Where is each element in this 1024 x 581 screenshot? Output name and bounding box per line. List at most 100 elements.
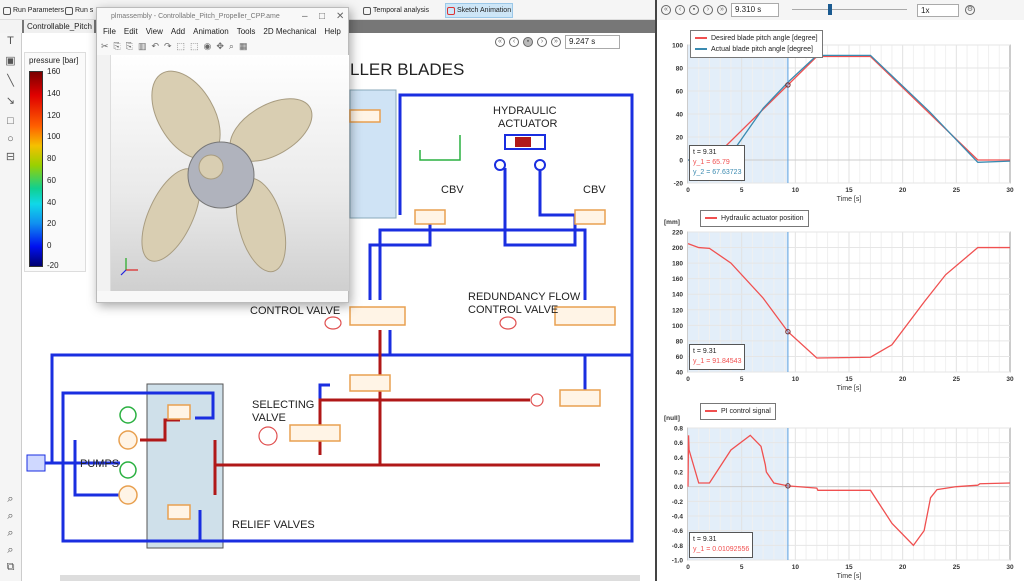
temporal-analysis-button[interactable]: Temporal analysis: [362, 3, 430, 18]
y-tick-label: 80: [676, 338, 684, 345]
y-tick-label: 0.8: [674, 426, 683, 433]
y-tick-label: 120: [672, 307, 683, 314]
y-tick-label: 40: [676, 370, 684, 377]
valve-components: [118, 109, 616, 520]
readout-time: t = 9.31: [693, 348, 717, 355]
x-tick-label: 25: [953, 564, 961, 571]
y-tick-label: 60: [676, 354, 684, 361]
legend-item[interactable]: Desired blade pitch angle [degree]: [695, 33, 818, 44]
y-tick-label: -0.4: [672, 514, 684, 521]
legend-label: Hydraulic actuator position: [721, 215, 804, 222]
menu-2d-mechanical[interactable]: 2D Mechanical: [263, 27, 317, 36]
fast-forward-icon[interactable]: »: [551, 36, 561, 47]
menu-tools[interactable]: Tools: [236, 27, 256, 36]
window-toolbar-icons[interactable]: ✂⎘⎘▥↶↷⬚⬚◉✥⌕▦: [101, 41, 253, 51]
menu-file[interactable]: File: [103, 27, 116, 36]
colorbar-tick: 20: [47, 219, 56, 228]
zoom-area-icon[interactable]: ⌕: [7, 544, 14, 556]
chart-legend[interactable]: PI control signal: [700, 403, 776, 420]
series-line-1: [687, 243, 1010, 359]
x-tick-label: 15: [845, 187, 853, 194]
shape-menu-icon[interactable]: ⊟: [5, 151, 16, 163]
animation-controls: « ‹ ▪ › » 9.247 s: [495, 34, 620, 49]
menu-animation[interactable]: Animation: [193, 27, 229, 36]
step-forward-icon[interactable]: ›: [703, 5, 713, 15]
stop-icon[interactable]: ▪: [523, 36, 533, 47]
rectangle-tool-icon[interactable]: □: [7, 115, 14, 127]
ellipse-tool-icon[interactable]: ○: [7, 133, 14, 145]
y-tick-label: 180: [672, 261, 683, 268]
y-axis-label: [null]: [664, 415, 680, 422]
run-icon: [65, 6, 73, 15]
y-tick-label: -20: [674, 181, 684, 188]
legend-swatch: [705, 217, 717, 220]
legend-item[interactable]: Actual blade pitch angle [degree]: [695, 44, 818, 55]
close-icon[interactable]: ✕: [336, 11, 345, 22]
run-simulation-button[interactable]: Run s: [64, 3, 94, 18]
horizontal-scrollbar[interactable]: [60, 575, 640, 581]
time-slider-thumb[interactable]: [827, 4, 832, 15]
sketch-animation-button[interactable]: Sketch Animation: [445, 3, 514, 18]
time-slider-track[interactable]: [792, 9, 907, 10]
settings-icon[interactable]: ⚙: [965, 5, 975, 15]
text-tool-icon[interactable]: T: [7, 35, 14, 47]
line-tool-icon[interactable]: ╲: [7, 75, 14, 87]
relief-valves-label: RELIEF VALVES: [232, 519, 315, 531]
x-tick-label: 25: [953, 187, 961, 194]
layers-icon[interactable]: ⧉: [6, 561, 15, 573]
menu-help[interactable]: Help: [324, 27, 341, 36]
cbv-left-label: CBV: [441, 184, 464, 196]
step-forward-icon[interactable]: ›: [537, 36, 547, 47]
legend-item[interactable]: Hydraulic actuator position: [705, 213, 804, 224]
zoom-in-icon[interactable]: ⌕: [7, 493, 14, 505]
step-back-icon[interactable]: ‹: [509, 36, 519, 47]
colorbar-tick: 160: [47, 67, 61, 76]
x-tick-label: 5: [740, 564, 744, 571]
drawing-toolbar: T ▣ ╲ ↘ □ ○ ⊟ ⌕ ⌕ ⌕ ⌕ ⧉: [0, 33, 22, 581]
run-parameters-button[interactable]: Run Parameters: [2, 3, 65, 18]
minimize-icon[interactable]: –: [302, 11, 308, 22]
readout-value: y_1 = 65.79: [693, 159, 730, 166]
zoom-fit-icon[interactable]: ⌕: [7, 527, 14, 539]
readout-value: y_1 = 0.01092556: [693, 546, 750, 553]
menu-add[interactable]: Add: [170, 27, 186, 36]
series-line-1: [687, 434, 1011, 547]
parameters-icon: [3, 6, 11, 15]
x-tick-label: 20: [899, 187, 907, 194]
arrow-tool-icon[interactable]: ↘: [5, 95, 16, 107]
chart-legend[interactable]: Hydraulic actuator position: [700, 210, 809, 227]
step-back-icon[interactable]: ‹: [675, 5, 685, 15]
image-tool-icon[interactable]: ▣: [5, 55, 16, 67]
stop-icon[interactable]: ▪: [689, 5, 699, 15]
zoom-out-icon[interactable]: ⌕: [7, 510, 14, 522]
3d-viewer-window[interactable]: plmassembly - Controllable_Pitch_Propell…: [96, 7, 349, 303]
menu-view[interactable]: View: [145, 27, 163, 36]
rewind-icon[interactable]: «: [661, 5, 671, 15]
x-tick-label: 20: [899, 564, 907, 571]
x-tick-label: 0: [686, 376, 690, 383]
chart-legend[interactable]: Desired blade pitch angle [degree]Actual…: [690, 30, 823, 58]
plot-time-field[interactable]: 9.310 s: [731, 3, 779, 17]
maximize-icon[interactable]: □: [319, 11, 326, 22]
readout-value: y_2 = 67.63723: [693, 169, 742, 176]
x-axis-label: Time [s]: [837, 385, 862, 392]
fast-forward-icon[interactable]: »: [717, 5, 727, 15]
x-tick-label: 10: [792, 187, 800, 194]
menu-edit[interactable]: Edit: [123, 27, 138, 36]
x-tick-label: 0: [686, 187, 690, 194]
cbv-right-label: CBV: [583, 184, 606, 196]
speed-select[interactable]: 1x: [917, 4, 959, 17]
signal-sources: [258, 316, 544, 446]
legend-item[interactable]: PI control signal: [705, 406, 771, 417]
tab-controllable-pitch[interactable]: Controllable_Pitch: [24, 20, 94, 33]
3d-viewport[interactable]: [111, 55, 349, 291]
rewind-icon[interactable]: «: [495, 36, 505, 47]
colorbar-gradient: [29, 71, 43, 267]
y-tick-label: 80: [676, 66, 684, 73]
animation-time-field[interactable]: 9.247 s: [565, 34, 620, 49]
